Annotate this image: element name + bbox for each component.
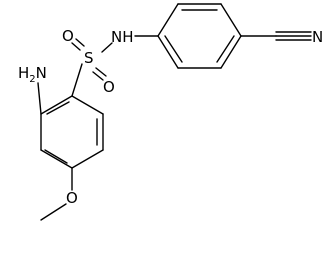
oxygen-upper-label: O — [62, 27, 74, 45]
ring-b-bond-1 — [157, 3, 179, 37]
sulfonyl-lower-o-2 — [92, 71, 104, 81]
ring-a-bond-6 — [40, 95, 73, 115]
nh-label: NH — [111, 28, 134, 46]
ring-a-double-3 — [46, 101, 70, 115]
ring-b-double-2 — [216, 35, 235, 63]
label-layer: H2N S O O NH N O — [18, 27, 323, 207]
nitrile-n-label: N — [312, 28, 323, 46]
ring-a-bond-4 — [40, 149, 73, 169]
amine-label: H2N — [18, 64, 47, 85]
oxygen-lower-label: O — [103, 78, 115, 96]
ring-b-double-3 — [164, 35, 183, 63]
ring-b-bond-4 — [220, 35, 242, 69]
bond-methoxy-methyl — [40, 203, 67, 221]
bond-ring-sulfur — [71, 63, 83, 97]
sulfonyl-upper-o-2 — [75, 38, 85, 47]
bond-layer — [37, 3, 312, 221]
sulfur-label: S — [84, 49, 94, 67]
ring-a-bond-3 — [71, 149, 104, 169]
ring-b-bond-3 — [220, 3, 242, 37]
bond-ring-amine — [37, 82, 42, 115]
methoxy-o-label: O — [66, 189, 78, 207]
ring-b-bond-6 — [157, 35, 179, 69]
ring-a-double-2 — [44, 149, 68, 164]
ring-a-bond-1 — [71, 95, 104, 115]
bond-sulfur-nh — [101, 42, 113, 53]
sulfonyl-lower-o-1 — [95, 67, 107, 77]
sulfonyl-upper-o-1 — [71, 42, 81, 51]
